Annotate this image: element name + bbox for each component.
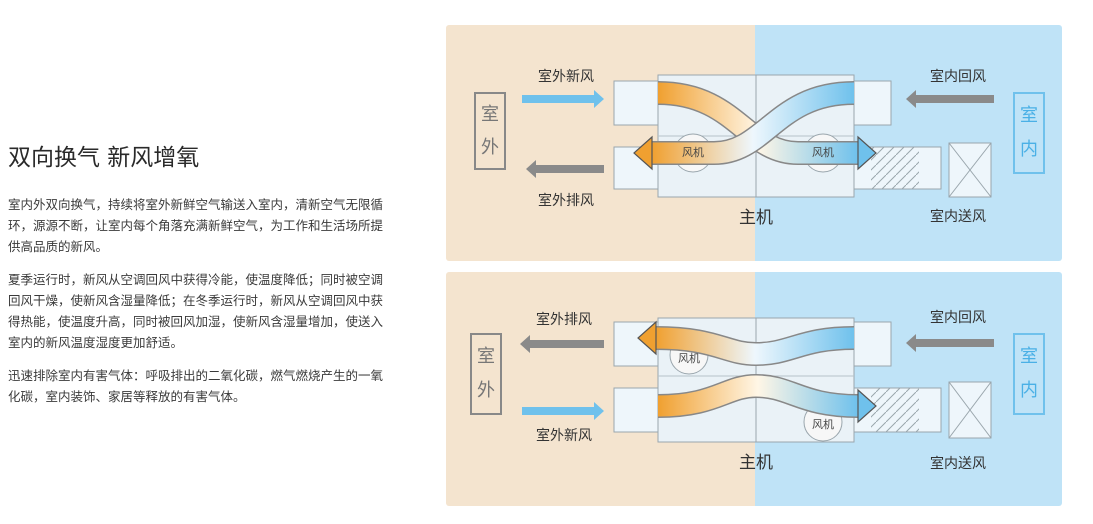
outdoor-label-2-b: 外 [477,380,495,401]
indoor-label-1-b: 室 [1020,346,1038,367]
diagram-fresh-air-mode-2: 风机 风机 室 外 室 内 室外排风 室外新风 室内回风 室内送风 主机 [446,272,1062,506]
fresh-air-in-arrow-b [522,402,604,420]
fan-right-label: 风机 [812,145,834,159]
intro-title: 双向换气 新风增氧 [8,145,200,171]
main-unit-label: 主机 [739,208,773,228]
outdoor-fresh-air-label: 室外新风 [538,68,594,85]
indoor-supply-label-b: 室内送风 [930,455,986,472]
diagram-fresh-air-mode-1: 风机 风机 室 外 室 内 室外新风 室外排风 室内回风 室内送风 主机 [446,25,1062,261]
intro-paragraph-3: 迅速排除室内有害气体：呼吸排出的二氧化碳，燃气燃烧产生的一氧化碳，室内装饰、家居… [8,368,384,404]
return-air-arrow-b [906,334,994,352]
fan-bottom-label: 风机 [812,417,834,431]
intro-paragraph-1: 室内外双向换气，持续将室外新鲜空气输送入室内，清新空气无限循环，源源不断，让室内… [8,197,384,254]
outdoor-exhaust-label: 室外排风 [538,192,594,209]
outdoor-exhaust-label-b: 室外排风 [536,311,592,328]
indoor-return-label: 室内回风 [930,68,986,85]
outdoor-label-1-b: 室 [477,346,495,367]
exhaust-out-arrow-b [520,335,604,353]
fresh-air-in-arrow [522,90,604,108]
indoor-return-label-b: 室内回风 [930,309,986,326]
indoor-label-2: 内 [1020,139,1038,160]
indoor-label-2-b: 内 [1020,380,1038,401]
outdoor-fresh-air-label-b: 室外新风 [536,427,592,444]
indoor-supply-label: 室内送风 [930,208,986,225]
indoor-label-1: 室 [1020,105,1038,126]
return-air-arrow [906,90,994,108]
outdoor-label-1: 室 [481,104,499,125]
intro-section: 双向换气 新风增氧 室内外双向换气，持续将室外新鲜空气输送入室内，清新空气无限循… [8,138,393,419]
exhaust-out-arrow [526,160,604,178]
fan-top-label: 风机 [678,351,700,365]
fan-left-label: 风机 [682,145,704,159]
intro-paragraph-2: 夏季运行时，新风从空调回风中获得冷能，使温度降低；同时被空调回风干燥，使新风含湿… [8,272,384,350]
outdoor-label-2: 外 [481,137,499,158]
main-unit-label-b: 主机 [739,453,773,473]
